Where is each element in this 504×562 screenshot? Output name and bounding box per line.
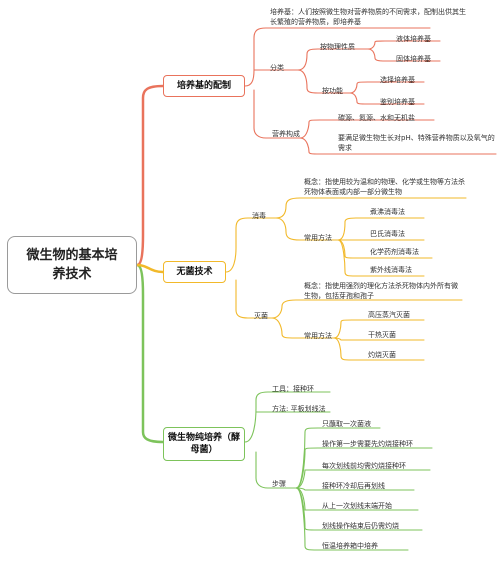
nutrition-item-requirements: 要满足微生物生长对pH、特殊营养物质以及氧气的需求 [338,134,495,152]
function-label: 按功能 [322,87,343,95]
disinfect-methods-label: 常用方法 [304,234,332,242]
branch-culture-medium[interactable]: 培养基的配制 [163,75,245,97]
pure-culture-step-5: 从上一次划线末端开始 [322,502,392,510]
sterilize-method-autoclave: 高压蒸汽灭菌 [368,311,410,319]
pure-culture-step-1: 只蘸取一次菌液 [322,420,371,428]
pure-culture-step-6: 划线操作结束后仍需灼烧 [322,522,399,530]
branch-aseptic-technique[interactable]: 无菌技术 [163,261,226,283]
sterilize-label: 灭菌 [254,312,268,320]
solid-medium: 固体培养基 [396,55,431,63]
root-title: 微生物的基本培养技术 [26,248,118,282]
pure-culture-steps-label: 步骤 [272,480,286,488]
nutrition-label: 营养构成 [272,130,300,138]
disinfect-method-uv: 紫外线消毒法 [370,266,412,274]
disinfect-concept: 概念：指使用较为温和的物理、化学或生物等方法杀死物体表面或内部一部分微生物 [304,178,465,196]
branch-pure-culture[interactable]: 微生物纯培养（酵母菌） [163,427,245,461]
disinfect-label: 消毒 [252,212,266,220]
pure-culture-step-3: 每次划线前均需灼烧接种环 [322,462,406,470]
sterilize-method-dry-heat: 干热灭菌 [368,331,396,339]
liquid-medium: 液体培养基 [396,35,431,43]
culture-medium-definition: 培养基：人们按照微生物对营养物质的不同需求，配制出供其生长繁殖的营养物质，即培养… [270,8,466,26]
pure-culture-tool: 工具：接种环 [272,385,314,393]
sterilize-methods-label: 常用方法 [304,332,332,340]
pure-culture-step-2: 操作第一步需要先灼烧接种环 [322,440,413,448]
differential-medium: 鉴别培养基 [380,98,415,106]
branch-culture-medium-title: 培养基的配制 [176,81,231,91]
physical-property-label: 按物理性质 [320,43,355,51]
branch-aseptic-technique-title: 无菌技术 [176,267,213,277]
disinfect-method-chemical: 化学药剂消毒法 [370,248,419,256]
nutrition-item-basic: 碳源、氮源、水和无机盐 [338,114,415,122]
root-node[interactable]: 微生物的基本培养技术 [7,236,137,294]
pure-culture-method: 方法: 平板划线法 [272,405,326,413]
branch-pure-culture-title: 微生物纯培养（酵母菌） [168,433,241,455]
selective-medium: 选择培养基 [380,76,415,84]
pure-culture-step-7: 恒温培养箱中培养 [322,542,378,550]
disinfect-method-boiling: 煮沸消毒法 [370,208,405,216]
disinfect-method-pasteur: 巴氏消毒法 [370,230,405,238]
sterilize-concept: 概念：指使用强烈的理化方法杀死物体内外所有微生物，包括芽孢和孢子 [304,282,458,300]
pure-culture-step-4: 接种环冷却后再划线 [322,482,385,490]
sterilize-method-burning: 灼烧灭菌 [368,351,396,359]
classify-label: 分类 [270,64,284,72]
